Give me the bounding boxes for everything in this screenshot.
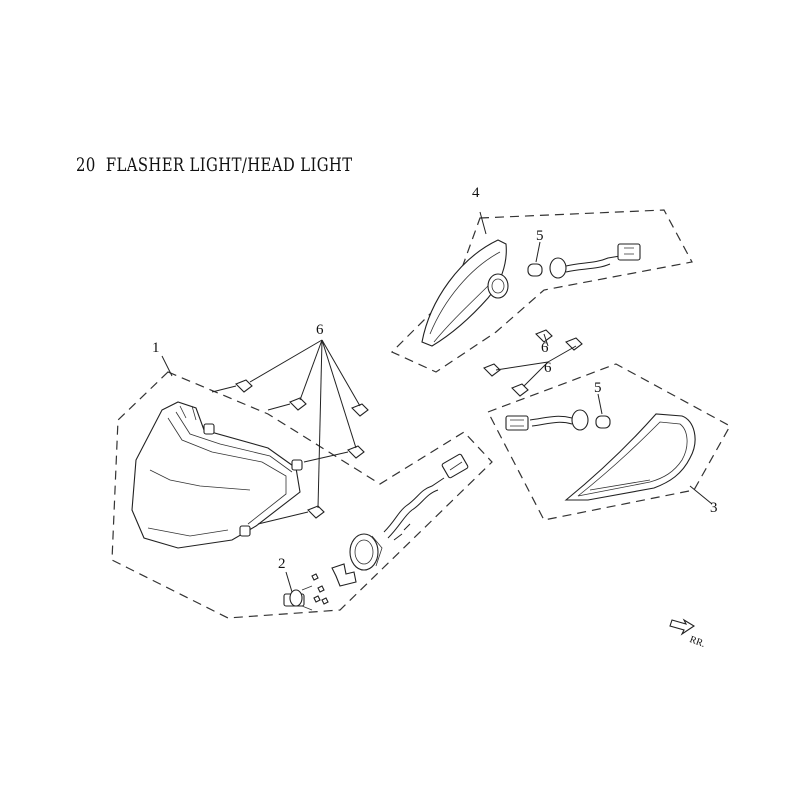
bulb-clip — [311, 573, 329, 605]
dust-cover — [349, 533, 383, 571]
callout-6-flasher-lower: 6 — [544, 360, 552, 376]
screw-icon — [211, 379, 253, 393]
orientation-label: RR. — [688, 634, 707, 650]
callout-5-right-flasher: 5 — [536, 228, 544, 244]
headlight-wiring-harness — [383, 453, 469, 541]
retaining-spring — [331, 563, 357, 587]
group-boundary-headlight — [111, 371, 493, 619]
screw-icon — [565, 337, 583, 351]
headlight-bulb — [283, 571, 313, 611]
callout-3: 3 — [710, 500, 718, 516]
screw-icon — [351, 403, 369, 417]
headlight-assembly — [131, 401, 303, 549]
screw-icon — [257, 505, 325, 525]
callout-6-flasher-upper: 6 — [541, 340, 549, 356]
orientation-arrow-icon — [669, 618, 696, 636]
callout-1: 1 — [152, 340, 160, 356]
bulb-icon — [527, 241, 543, 277]
screw-icon — [303, 445, 365, 463]
callout-2: 2 — [278, 556, 286, 572]
callout-5-left-flasher: 5 — [594, 380, 602, 396]
callout-6-headlight: 6 — [316, 322, 324, 338]
screw-icon — [511, 383, 529, 397]
callout-4: 4 — [472, 185, 480, 201]
left-flasher-socket — [505, 409, 589, 431]
right-flasher-housing — [421, 211, 509, 347]
screw-icon — [535, 329, 553, 343]
screw-icon — [483, 363, 501, 377]
group-boundary-left-flasher — [487, 363, 731, 521]
bulb-icon — [595, 393, 611, 429]
right-flasher-socket — [549, 243, 641, 279]
left-flasher-housing — [564, 413, 713, 505]
page-title: 20 FLASHER LIGHT/HEAD LIGHT — [76, 154, 353, 176]
screw-icon — [267, 397, 307, 411]
